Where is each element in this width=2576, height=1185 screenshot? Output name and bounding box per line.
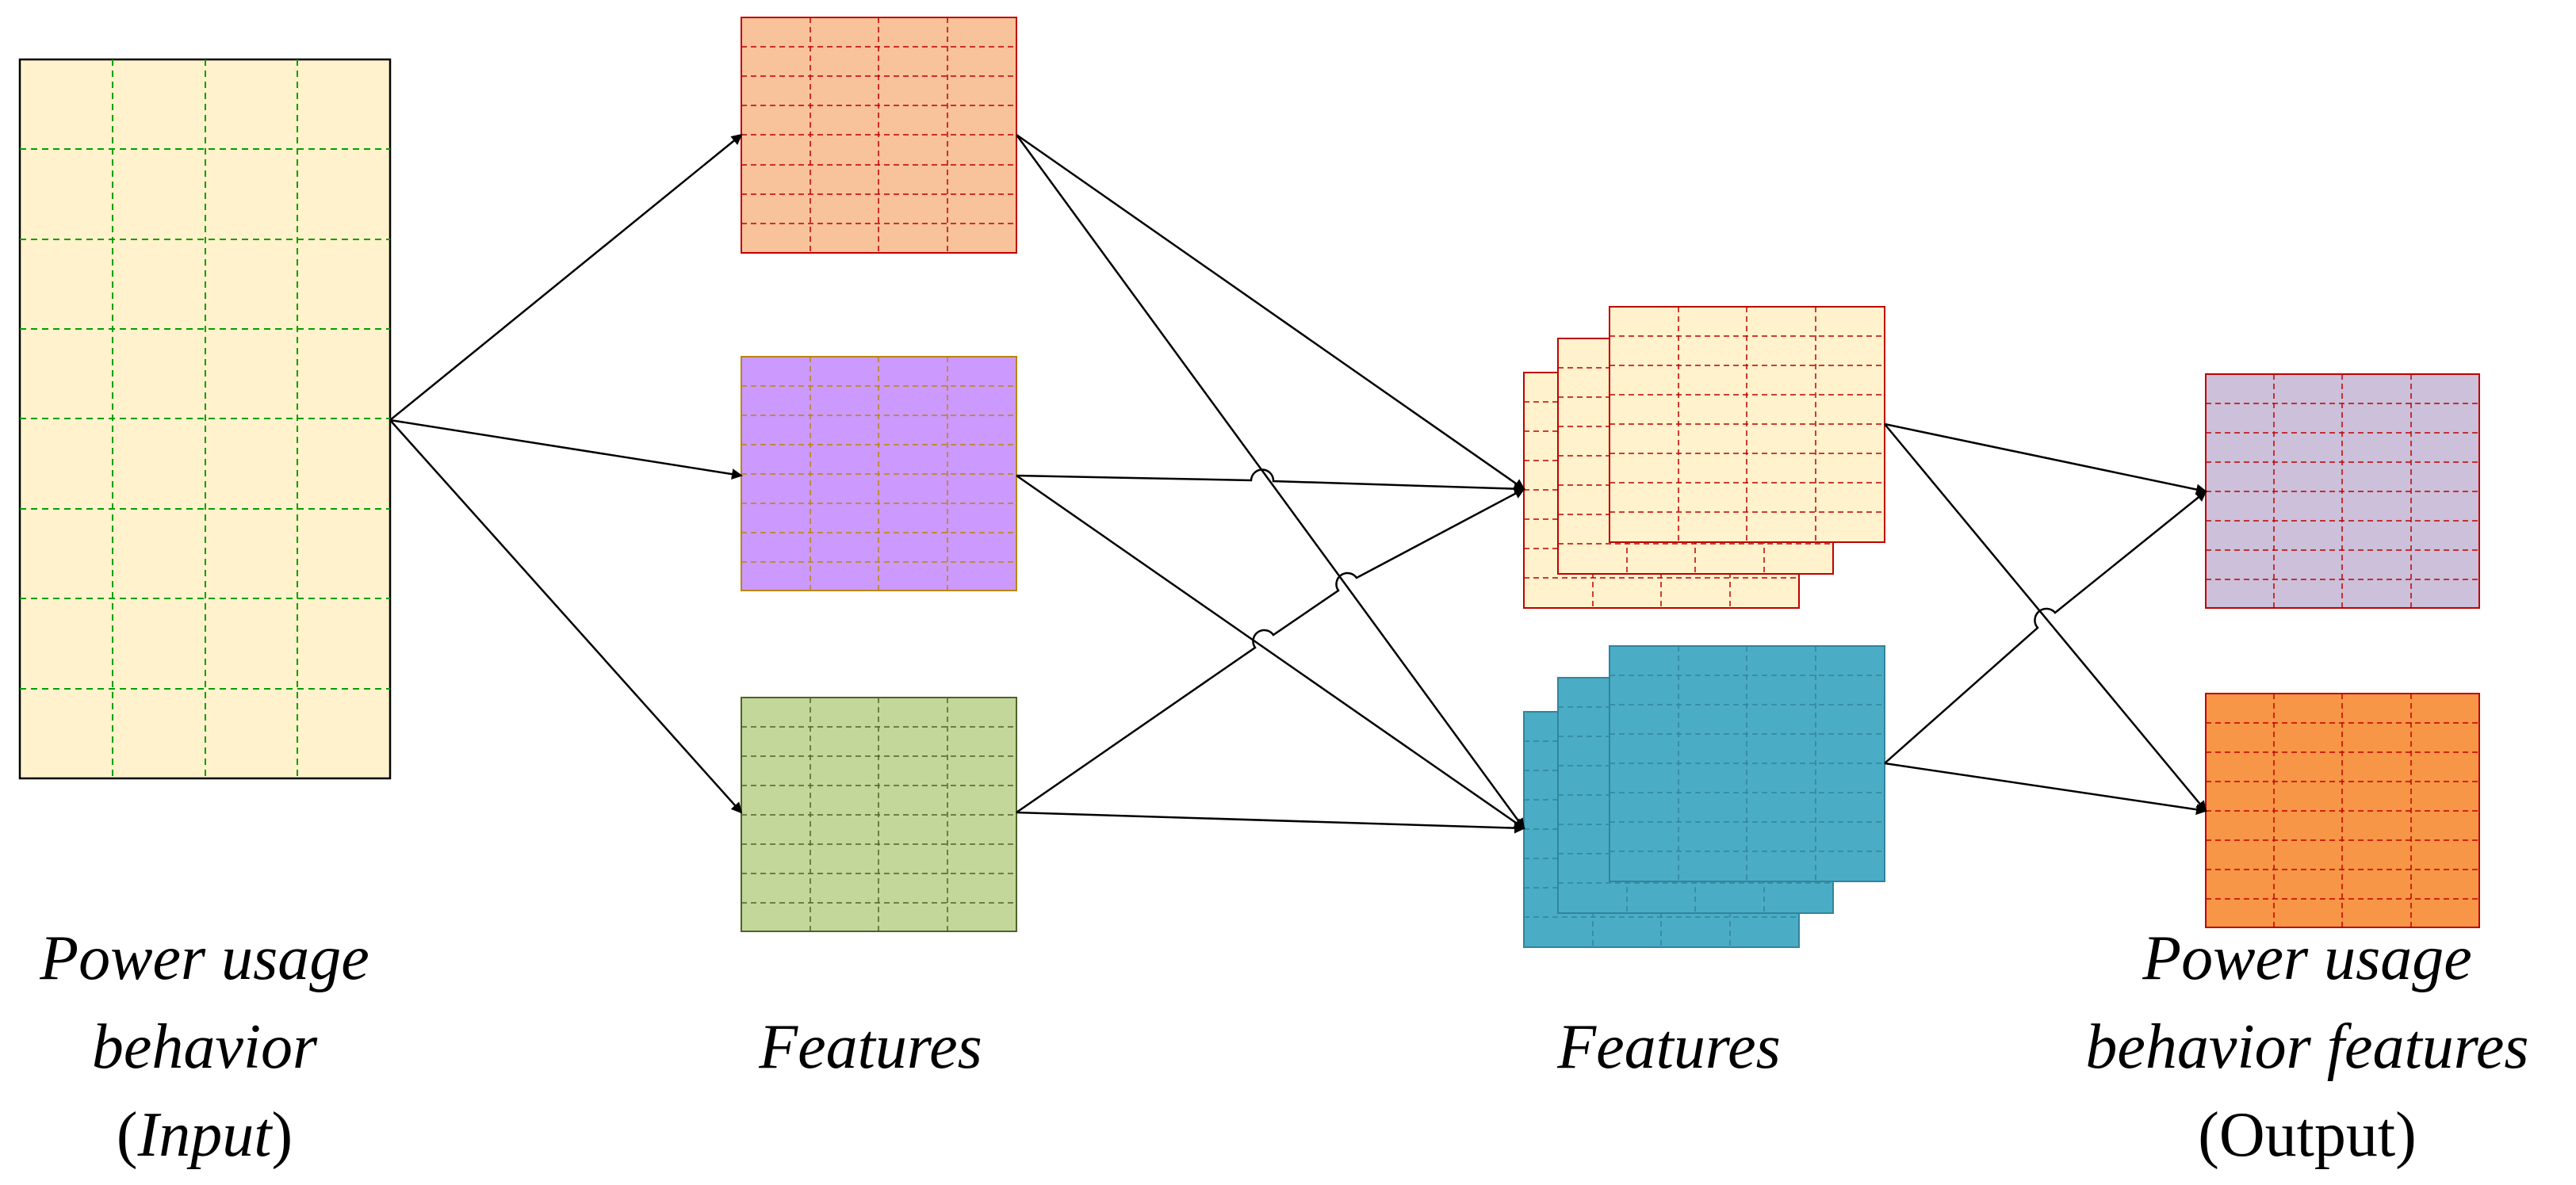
- arrow-feature-bottom-to-stack-top: [1016, 487, 1525, 814]
- arrow-feature-middle-to-stack-top: [1016, 468, 1525, 495]
- arrow-stack-top-to-output-bottom: [1884, 423, 2207, 812]
- arrow-input-to-feature-bottom: [389, 419, 743, 814]
- input-label: Power usage behavior (Input): [39, 923, 369, 1170]
- arrow-stack-bottom-to-output-top: [1884, 490, 2207, 764]
- input-block: [18, 58, 392, 780]
- arrow-feature-middle-to-stack-bottom: [1016, 474, 1525, 830]
- arrow-input-to-feature-middle: [389, 419, 743, 480]
- input-label-line1: Power usage: [39, 923, 369, 993]
- feature-block-bottom: [741, 697, 1017, 932]
- connection-arrows: [389, 133, 2207, 834]
- stacked-feature-block-top: [1523, 306, 1885, 609]
- features-label-second-layer: Features: [1556, 1012, 1780, 1082]
- arrow-stack-top-to-output-top: [1884, 422, 2207, 495]
- arrow-feature-top-to-stack-top: [1016, 133, 1525, 491]
- feature-block-middle: [741, 356, 1017, 591]
- arrow-feature-bottom-to-stack-bottom: [1016, 811, 1525, 834]
- output-label-line1: Power usage: [2142, 923, 2472, 993]
- output-label: Power usage behavior features (Output): [2085, 923, 2528, 1170]
- features-label-first-layer: Features: [758, 1012, 982, 1082]
- input-label-line2: behavior: [92, 1012, 318, 1082]
- feature-block-top: [741, 17, 1017, 254]
- stacked-feature-block-bottom: [1523, 645, 1885, 948]
- arrow-input-to-feature-top: [389, 133, 743, 421]
- input-label-line3: (Input): [117, 1100, 293, 1170]
- arrow-stack-bottom-to-output-bottom: [1884, 762, 2207, 816]
- arrow-feature-top-to-stack-bottom: [1015, 134, 1525, 830]
- output-block-top: [2205, 373, 2480, 609]
- output-label-line2: behavior features: [2085, 1012, 2528, 1082]
- output-label-line3: (Output): [2198, 1100, 2417, 1170]
- output-block-bottom: [2205, 693, 2480, 928]
